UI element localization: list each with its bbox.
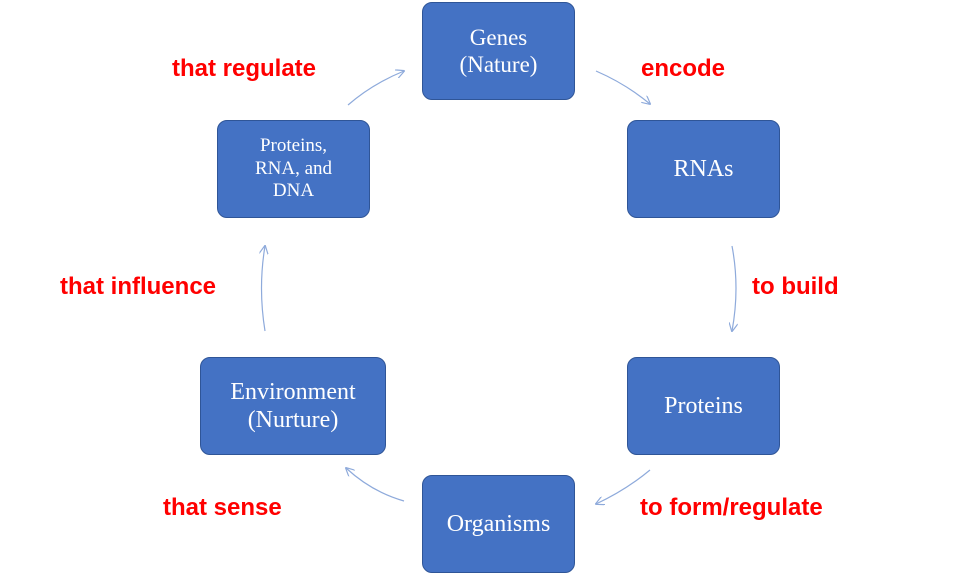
- node-proteins-label: Proteins: [664, 392, 743, 419]
- node-rnas: RNAs: [627, 120, 780, 218]
- node-genes-line-1: Genes: [469, 24, 528, 50]
- node-proteins-rna-dna: Proteins, RNA, and DNA: [217, 120, 370, 218]
- node-proteins: Proteins: [627, 357, 780, 455]
- arrow-environment-to-molecules: [262, 246, 266, 332]
- arrow-genes-to-rnas: [595, 70, 650, 104]
- edge-label-to-build: to build: [752, 273, 839, 300]
- arrow-organisms-to-environment: [346, 468, 405, 502]
- arrow-rnas-to-proteins: [732, 245, 736, 331]
- arrow-proteins-to-organisms: [596, 469, 651, 504]
- node-rnas-label: RNAs: [673, 155, 734, 182]
- node-molecules-line-1: Proteins,: [259, 135, 328, 157]
- arrow-molecules-to-genes: [347, 71, 404, 106]
- edge-label-that-sense: that sense: [163, 494, 282, 521]
- node-organisms-label: Organisms: [446, 510, 551, 537]
- node-molecules-line-3: DNA: [272, 180, 315, 202]
- edge-label-encode: encode: [641, 55, 726, 82]
- node-genes: Genes (Nature): [422, 2, 575, 100]
- node-environment-line-2: (Nurture): [247, 407, 339, 433]
- edge-label-that-regulate: that regulate: [172, 55, 317, 82]
- edge-label-that-influence: that influence: [60, 273, 217, 300]
- edge-label-to-form-regulate: to form/regulate: [640, 494, 823, 521]
- node-molecules-line-2: RNA, and: [254, 157, 333, 179]
- node-environment-line-1: Environment: [230, 378, 356, 405]
- node-environment: Environment (Nurture): [200, 357, 386, 455]
- node-genes-line-2: (Nature): [459, 52, 538, 77]
- node-organisms: Organisms: [422, 475, 575, 573]
